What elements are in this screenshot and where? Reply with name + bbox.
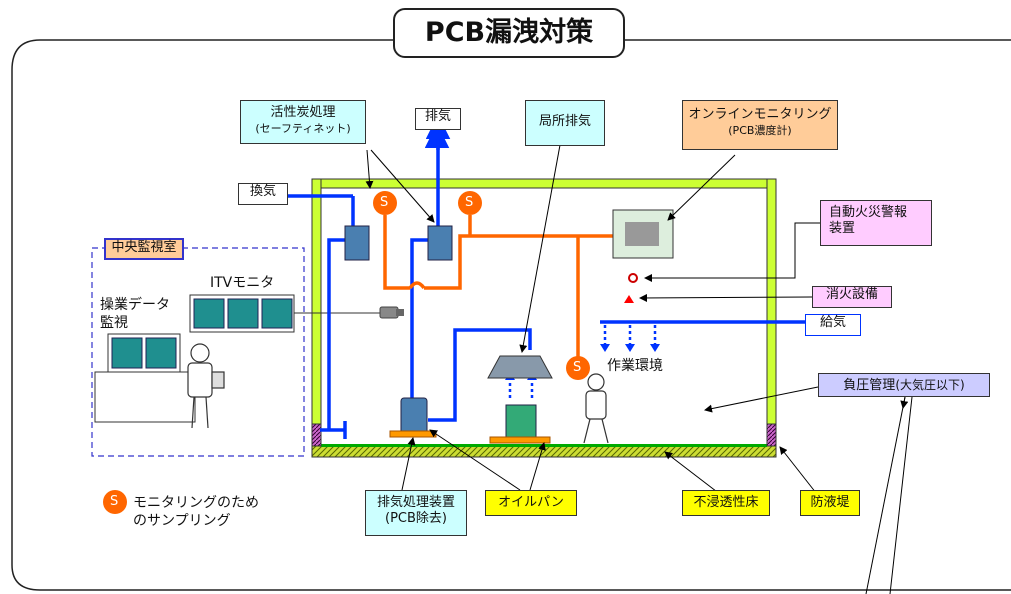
annotation-arrows [365,144,913,594]
central-room-text: 中央監視室 [111,240,177,255]
fire-extinguishing-text: 消火設備 [825,287,878,302]
title-text: PCB漏洩対策 [424,17,594,48]
exhaust-treatment-label: 排気処理装置 (PCB除去) [365,490,467,536]
title-box: PCB漏洩対策 [393,8,625,58]
operation-data-line1: 操業データ [100,297,170,313]
online-monitoring-label: オンラインモニタリング (PCB濃度計) [682,100,838,150]
sampling-legend: モニタリングのため のサンプリング [133,494,259,530]
exhaust-treatment-line1: 排気処理装置 [376,495,455,510]
camera-icon [379,306,399,319]
activated-carbon-line1: 活性炭処理 [270,105,336,120]
local-exhaust-label: 局所排気 [525,100,605,146]
activated-carbon-label: 活性炭処理 (セーフティネット) [240,100,366,144]
orange-sampling-pipes [383,215,615,358]
s-marker-1: S [380,194,388,212]
operation-data-label: 操業データ 監視 [100,296,170,332]
fire-alarm-sensor [628,273,638,283]
dike-label: 防液堤 [800,490,860,516]
online-monitoring-line2: (PCB濃度計) [728,124,792,137]
worker-figure [583,373,609,444]
sampling-legend-line1: モニタリングのため [133,495,259,511]
fire-alarm-label: 自動火災警報 装置 [820,200,932,246]
s-marker-2-text: S [465,195,474,210]
central-room-boundary [91,247,305,457]
air-supply-label: 給気 [805,314,861,336]
s-marker-legend-text: S [110,494,119,509]
s-marker-3: S [573,359,581,377]
oil-pan-text: オイルパン [498,495,564,510]
fire-alarm-line1: 自動火災警報 [829,205,908,220]
exhaust-text: 排気 [424,109,451,124]
blue-exhaust-pipes [288,123,805,439]
impermeable-floor-label: 不浸透性床 [682,490,770,516]
central-room-label: 中央監視室 [104,238,184,260]
operation-data-screens [107,333,181,373]
s-marker-2: S [465,194,473,212]
negative-pressure-main: 負圧管理 [843,378,896,393]
exhaust-treatment-line2: (PCB除去) [385,511,447,526]
operator-desk [94,371,196,423]
negative-pressure-sub: (大気圧以下) [895,378,965,392]
fire-alarm-line2: 装置 [829,221,856,236]
sampling-legend-line2: のサンプリング [133,513,231,529]
ventilation-text: 換気 [249,184,276,199]
dike-left [311,423,322,447]
work-environment-text: 作業環境 [607,358,663,374]
operation-data-line2: 監視 [100,315,128,331]
carbon-filter-units [344,225,453,437]
local-exhaust-text: 局所排気 [538,114,591,129]
s-marker-legend: S [110,493,118,511]
ventilation-label: 換気 [238,183,288,205]
oil-pan-label: オイルパン [485,490,577,516]
operator-figure-central [187,343,225,429]
online-monitoring-line1: オンラインモニタリング [688,107,832,122]
activated-carbon-line2: (セーフティネット) [255,122,351,135]
work-environment-label: 作業環境 [607,357,663,375]
transformer-unit [487,355,553,444]
extinguisher-icon [624,295,634,303]
dike-right [766,423,777,447]
s-marker-3-text: S [573,360,582,375]
exhaust-label: 排気 [415,108,461,130]
impermeable-floor-text: 不浸透性床 [693,495,759,510]
negative-pressure-label: 負圧管理(大気圧以下) [818,373,990,397]
sampling-markers [103,191,590,514]
dike-text: 防液堤 [810,495,850,510]
air-supply-text: 給気 [819,315,846,330]
s-marker-1-text: S [380,195,389,210]
itv-monitor-screens [189,294,295,333]
itv-monitor-text: ITVモニタ [210,275,275,291]
itv-monitor-label: ITVモニタ [210,274,274,292]
fire-extinguishing-label: 消火設備 [812,286,892,308]
